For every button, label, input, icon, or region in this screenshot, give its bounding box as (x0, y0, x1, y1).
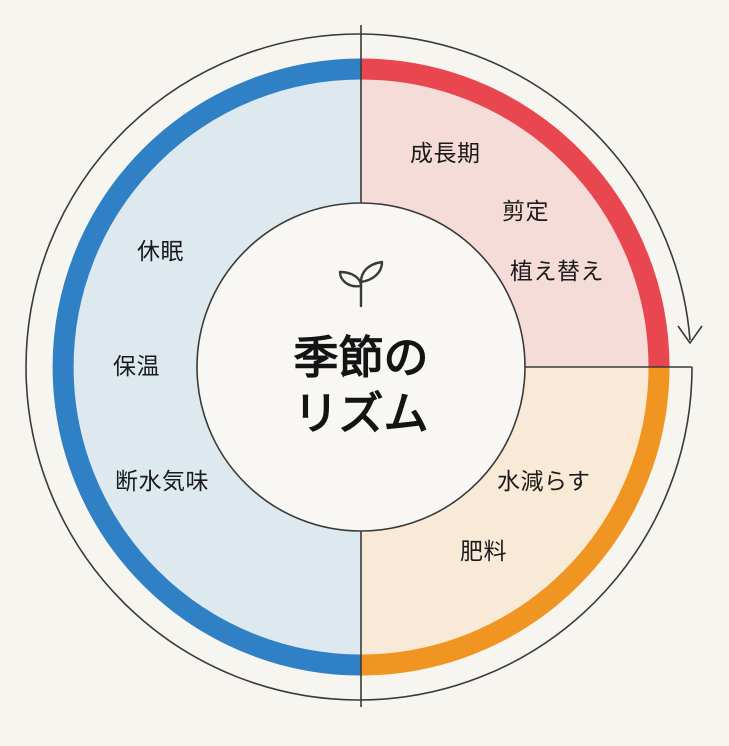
late-season-ring (360, 366, 670, 676)
title-line-2: リズム (293, 387, 429, 440)
clockwise-arrow-icon (677, 325, 703, 345)
dormancy-label-keep-warm: 保温 (113, 354, 160, 380)
growth-ring (360, 58, 670, 368)
page-title: 季節の リズム (261, 330, 461, 442)
growth-label-growing-season: 成長期 (410, 141, 481, 167)
sprout-icon (338, 260, 384, 308)
outer-cycle-line (25, 33, 693, 701)
title-line-1: 季節の (293, 331, 429, 384)
late-label-fertilizer: 肥料 (460, 539, 507, 565)
late-label-reduce-water: 水減らす (497, 469, 591, 495)
dormancy-label-minimal-water: 断水気味 (115, 469, 209, 495)
growth-label-pruning: 剪定 (502, 199, 549, 225)
center-circle (196, 202, 526, 532)
dormancy-label-dormant: 休眠 (137, 239, 184, 265)
dormancy-ring (52, 58, 362, 676)
growth-label-repotting: 植え替え (510, 259, 604, 285)
